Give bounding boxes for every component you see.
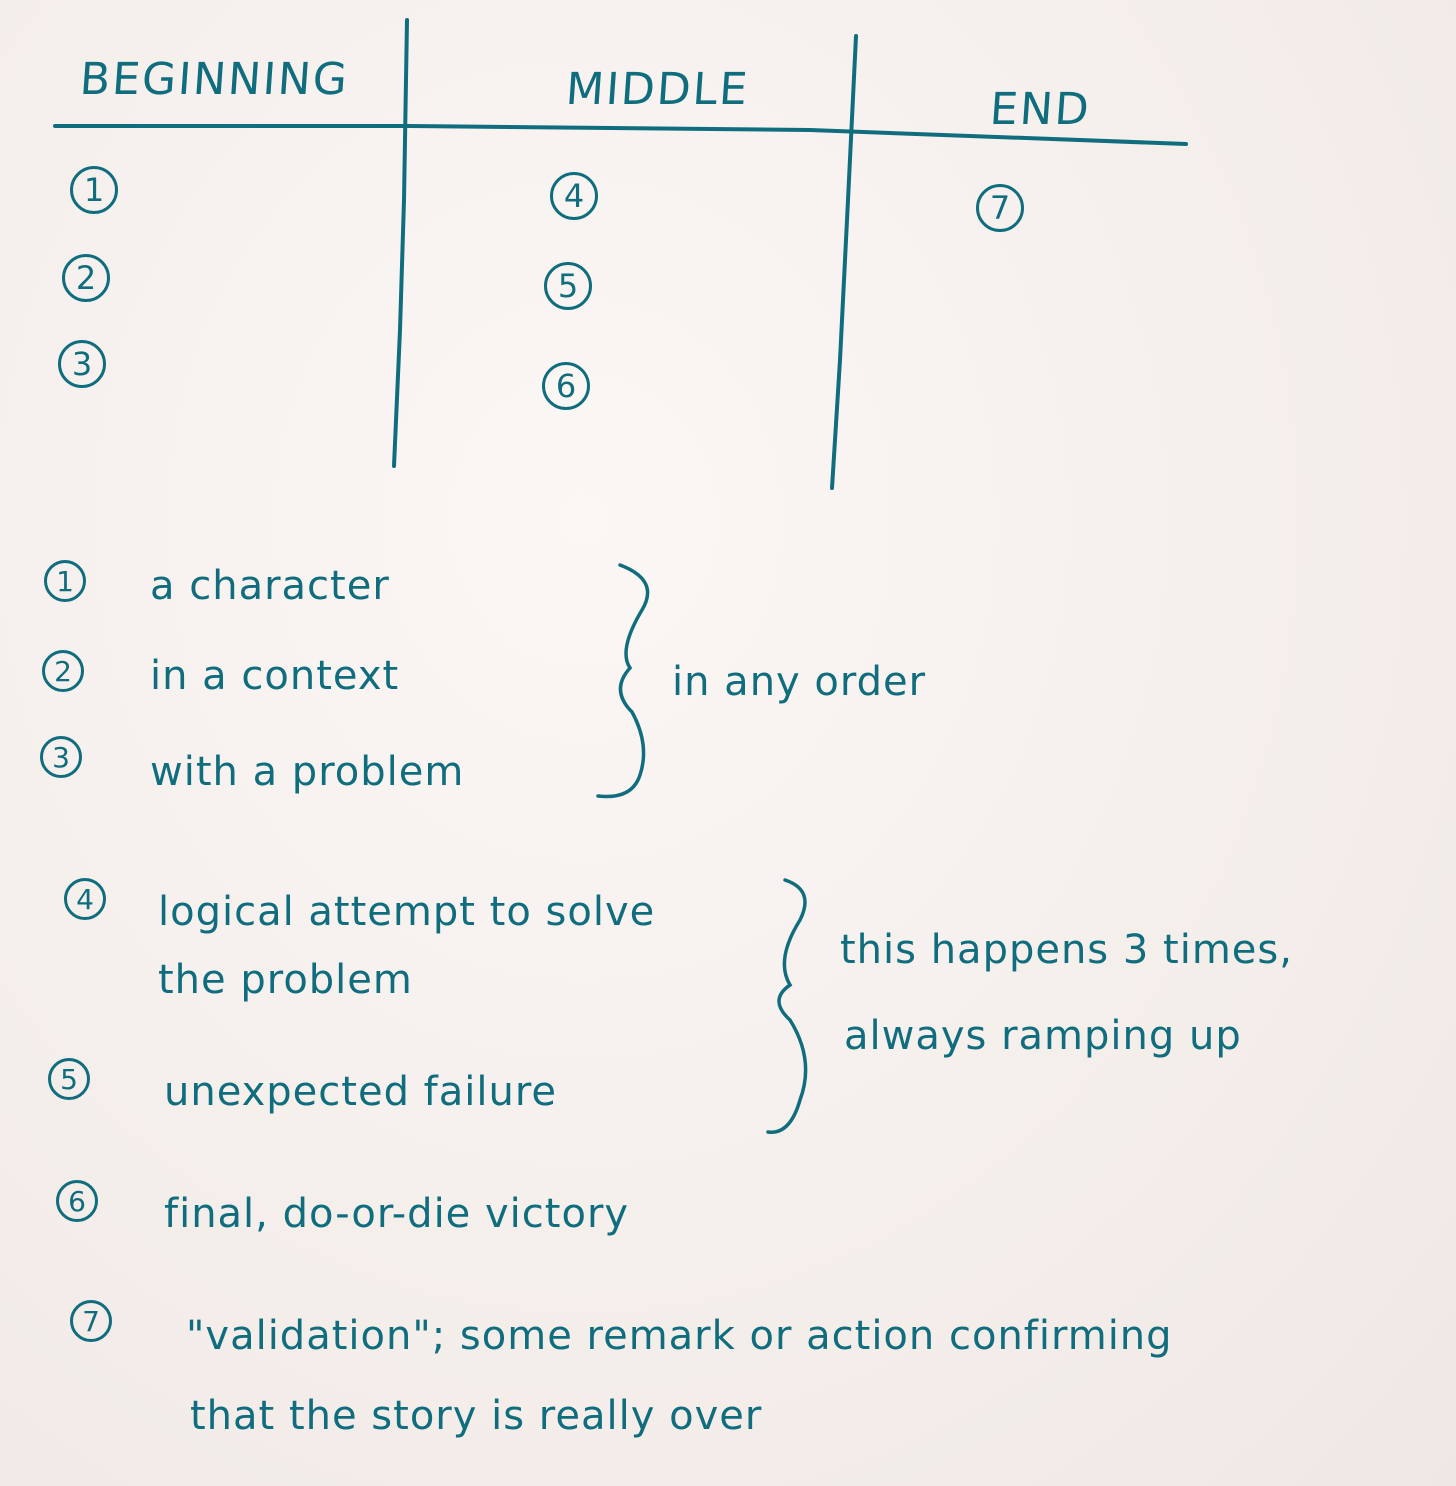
note-text-5: unexpected failure bbox=[164, 1069, 558, 1115]
table-num-5: 5 bbox=[544, 262, 592, 310]
note-text-4-line2: the problem bbox=[158, 957, 413, 1003]
note-num-6: 6 bbox=[56, 1180, 98, 1222]
note-num-2: 2 bbox=[42, 650, 84, 692]
note-num-3: 3 bbox=[40, 736, 82, 778]
note-text-7-line2: that the story is really over bbox=[190, 1393, 763, 1439]
note-text-1: a character bbox=[150, 563, 390, 609]
note-num-5: 5 bbox=[48, 1058, 90, 1100]
table-num-7: 7 bbox=[976, 184, 1024, 232]
note-text-2: in a context bbox=[150, 653, 400, 699]
table-num-1: 1 bbox=[70, 166, 118, 214]
note-text-4-line1: logical attempt to solve bbox=[158, 889, 656, 935]
header-end: END bbox=[988, 84, 1093, 135]
table-divider-right bbox=[830, 34, 858, 490]
note-num-1: 1 bbox=[44, 560, 86, 602]
note-num-4: 4 bbox=[64, 878, 106, 920]
header-beginning: BEGINNING bbox=[78, 54, 351, 105]
group2-label-line1: this happens 3 times, bbox=[840, 927, 1293, 973]
table-num-3: 3 bbox=[58, 340, 106, 388]
table-num-2: 2 bbox=[62, 254, 110, 302]
header-middle: MIDDLE bbox=[564, 64, 751, 115]
brace-any-order bbox=[596, 563, 650, 799]
note-text-7-line1: "validation"; some remark or action conf… bbox=[186, 1313, 1173, 1359]
group1-label: in any order bbox=[672, 659, 927, 705]
note-text-6: final, do-or-die victory bbox=[164, 1191, 630, 1237]
note-text-3: with a problem bbox=[150, 749, 465, 795]
brace-three-times bbox=[766, 878, 808, 1134]
table-num-4: 4 bbox=[550, 172, 598, 220]
note-num-7: 7 bbox=[70, 1300, 112, 1342]
table-num-6: 6 bbox=[542, 362, 590, 410]
group2-label-line2: always ramping up bbox=[844, 1013, 1242, 1059]
table-divider-left bbox=[392, 18, 409, 468]
